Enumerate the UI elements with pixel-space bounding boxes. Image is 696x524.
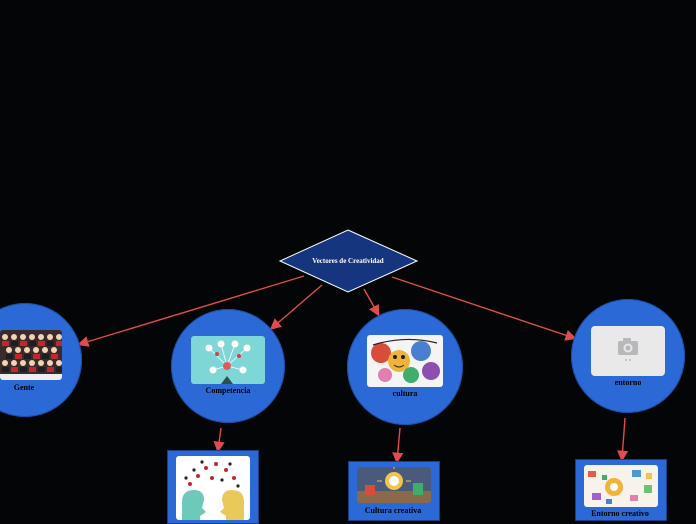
competencia-network-image <box>191 336 265 384</box>
connector-competencia-child <box>213 427 225 453</box>
connector-entorno-child <box>617 417 629 462</box>
camera-icon <box>618 338 638 355</box>
connector-root-entorno <box>391 276 577 341</box>
cultura-creativa-image <box>357 467 431 503</box>
entorno-label: entorno <box>614 378 642 387</box>
competencia-child-heads-image <box>176 456 250 520</box>
connector-root-gente <box>77 275 305 347</box>
root-label: Vectores de Creatividad <box>312 257 384 265</box>
cultura-creativa-label: Cultura creativa <box>364 506 422 515</box>
root-diamond[interactable] <box>278 229 419 293</box>
connector-root-competencia <box>269 284 323 330</box>
entorno-creativo-label: Entorno creativo <box>591 509 649 518</box>
connector-cultura-child <box>392 427 404 464</box>
gente-label: Gente <box>13 383 35 392</box>
gente-crowd-image <box>0 330 62 380</box>
entorno-image-placeholder <box>591 326 665 376</box>
cultura-collage-image <box>367 335 443 387</box>
cultura-label: cultura <box>392 389 418 398</box>
entorno-creativo-image <box>584 465 658 507</box>
competencia-label: Competencia <box>205 386 251 395</box>
connector-root-cultura <box>363 288 380 317</box>
